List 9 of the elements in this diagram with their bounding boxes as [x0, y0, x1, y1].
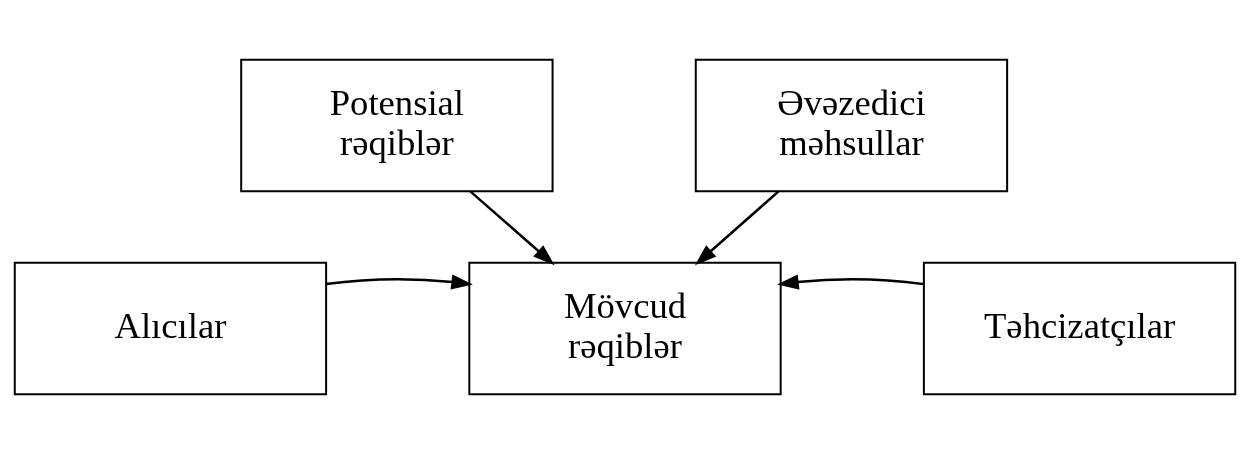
arrow [326, 274, 473, 290]
node-box: Əvəzedici məhsullar [694, 58, 1009, 193]
arrow [469, 190, 555, 266]
node-box: Potensial rəqiblər [240, 58, 554, 193]
node-box: Mövcud rəqiblər [468, 261, 782, 396]
arrow [694, 190, 780, 266]
arrow [777, 274, 924, 290]
node-box: Alıcılar [13, 261, 328, 396]
node-box: Təhcizatçılar [922, 261, 1237, 396]
